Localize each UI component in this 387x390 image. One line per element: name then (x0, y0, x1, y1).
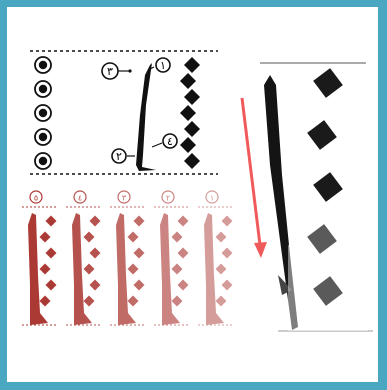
pen-dot (35, 105, 51, 121)
step-diamond (178, 248, 189, 259)
diamond-dot (184, 153, 200, 169)
enlarged-diamond (311, 66, 345, 100)
step-diamond (178, 216, 189, 227)
stroke-step: ٣ (110, 191, 146, 325)
pen-dot (35, 153, 51, 169)
diamond-dot (184, 57, 200, 73)
pen-dot (35, 57, 51, 73)
step-diamond (40, 264, 51, 275)
step-number: ٢ (166, 194, 170, 203)
step-number: ٥ (34, 194, 38, 203)
diamond-dot (180, 73, 196, 89)
step-diamond (216, 296, 227, 307)
step-diamond (84, 264, 95, 275)
step-diamond (90, 248, 101, 259)
vertical-stroke (136, 63, 156, 171)
pen-dots-column (35, 57, 51, 169)
stroke-steps-drawing: ٥ ٤ ٣ ٢ ١ (18, 185, 248, 335)
step-diamond (46, 216, 57, 227)
stroke-step: ٢ (154, 191, 190, 325)
step-diamond (222, 216, 233, 227)
enlarged-diamond (305, 118, 339, 152)
step-number: ٣ (122, 194, 127, 203)
enlarged-diamond (311, 170, 345, 204)
step-diamond (222, 280, 233, 291)
enlarged-letter-drawing (248, 55, 378, 335)
step-diamond (46, 280, 57, 291)
label-1: ١ (150, 58, 170, 72)
step-diamond (172, 264, 183, 275)
step-diamond (90, 280, 101, 291)
stroke-steps-panel: ٥ ٤ ٣ ٢ ١ (18, 185, 248, 335)
step-diamond (134, 216, 145, 227)
step-diamond (216, 264, 227, 275)
step-diamond (134, 280, 145, 291)
step-diamond (216, 232, 227, 243)
step-diamond (134, 248, 145, 259)
reference-letter-drawing: ٣ ١ ٤ ٢ (30, 45, 220, 180)
diamond-dots-column (180, 57, 200, 169)
step-diamond (128, 264, 139, 275)
step-diamond (46, 248, 57, 259)
svg-text:١: ١ (160, 59, 166, 72)
pen-dot (35, 81, 51, 97)
step-diamond (128, 296, 139, 307)
step-diamond (40, 296, 51, 307)
svg-text:٣: ٣ (107, 65, 113, 78)
label-4: ٤ (152, 134, 177, 148)
reference-letter-panel: ٣ ١ ٤ ٢ (30, 45, 220, 180)
stroke-step: ٤ (66, 191, 102, 325)
step-diamond (222, 248, 233, 259)
step-diamond (90, 216, 101, 227)
svg-text:٤: ٤ (167, 135, 173, 148)
label-3: ٣ (102, 63, 132, 79)
pen-dot (35, 129, 51, 145)
stroke-step: ٥ (22, 191, 58, 325)
step-diamond (84, 232, 95, 243)
step-diamond (172, 232, 183, 243)
svg-text:٢: ٢ (116, 150, 122, 163)
step-diamond (178, 280, 189, 291)
step-number: ١ (210, 194, 214, 203)
step-diamond (84, 296, 95, 307)
stroke-step: ١ (198, 191, 234, 325)
diamond-dot (184, 121, 200, 137)
step-diamond (128, 232, 139, 243)
diamond-dot (184, 89, 200, 105)
step-diamond (172, 296, 183, 307)
step-number: ٤ (78, 194, 82, 203)
enlarged-letter-panel (248, 55, 378, 335)
diamond-dot (180, 105, 196, 121)
label-2: ٢ (112, 149, 135, 163)
diamond-dot (180, 137, 196, 153)
step-diamond (40, 232, 51, 243)
